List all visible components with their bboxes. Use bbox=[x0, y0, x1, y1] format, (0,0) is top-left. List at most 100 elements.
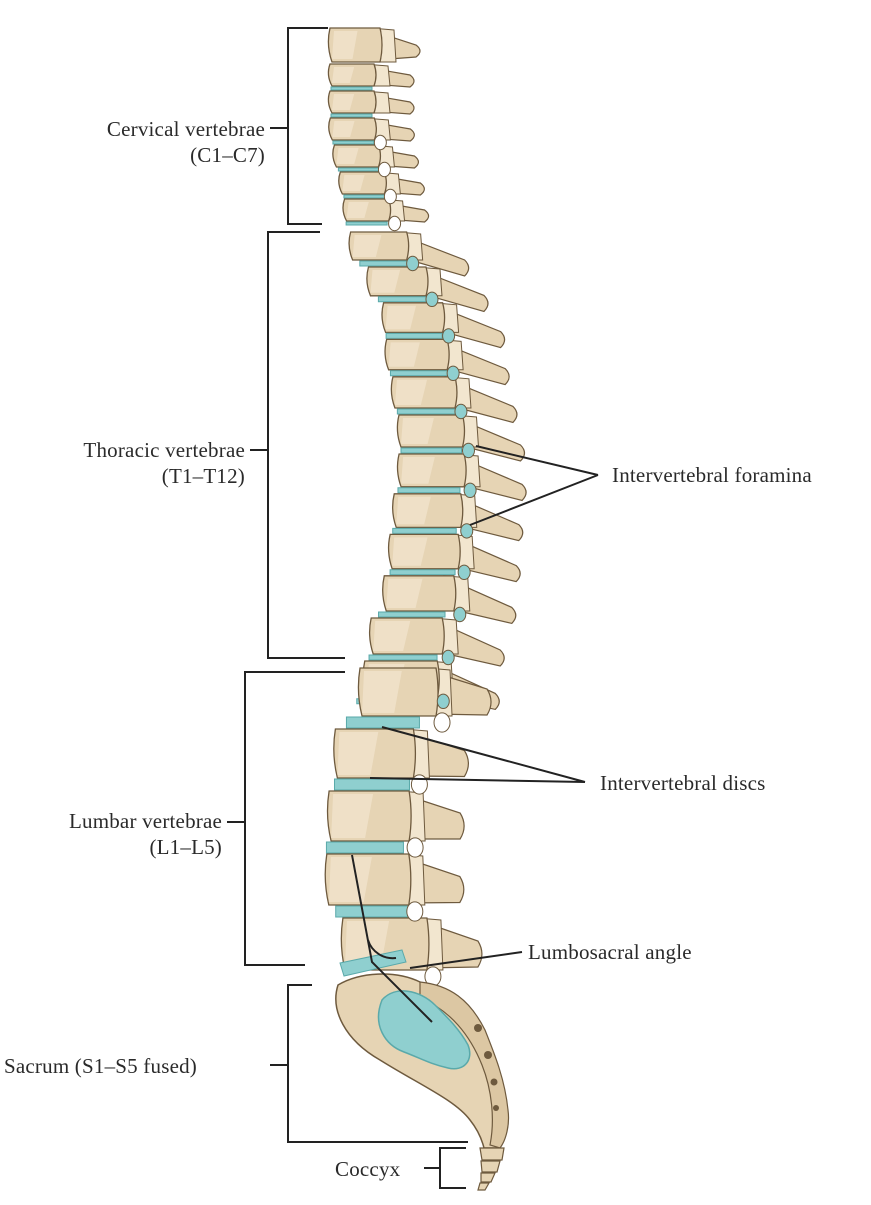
intervertebral-disc bbox=[368, 654, 438, 661]
intervertebral-disc bbox=[396, 408, 457, 415]
sacrum-dorsal-crest bbox=[419, 981, 510, 1149]
cervical-bracket bbox=[287, 27, 328, 225]
lumbar-range: (L1–L5) bbox=[149, 835, 222, 859]
body-highlight bbox=[332, 31, 358, 59]
body-highlight bbox=[331, 794, 374, 838]
intervertebral-disc bbox=[400, 447, 462, 454]
intervertebral-foramina-label: Intervertebral foramina bbox=[612, 463, 812, 487]
cervical-range: (C1–C7) bbox=[190, 143, 265, 167]
intervertebral-disc bbox=[397, 487, 461, 494]
intervertebral-foramen bbox=[406, 901, 424, 922]
intervertebral-disc bbox=[332, 140, 375, 145]
body-highlight bbox=[401, 457, 435, 484]
intervertebral-disc bbox=[389, 569, 456, 576]
intervertebral-disc bbox=[359, 260, 414, 267]
body-highlight bbox=[352, 235, 382, 257]
body-highlight bbox=[332, 67, 355, 83]
intervertebral-foramen bbox=[433, 712, 451, 733]
body-highlight bbox=[386, 578, 423, 608]
lumbar-label: Lumbar vertebrae (L1–L5) bbox=[69, 808, 222, 860]
coccyx-segment bbox=[480, 1160, 501, 1173]
sacral-articular-surface bbox=[377, 990, 471, 1070]
sacrum-bone bbox=[335, 973, 510, 1149]
thoracic-name: Thoracic vertebrae bbox=[83, 438, 245, 462]
intervertebral-foramen bbox=[463, 482, 477, 498]
intervertebral-disc bbox=[337, 167, 380, 172]
coccyx-segment bbox=[480, 1172, 496, 1183]
body-highlight bbox=[373, 621, 411, 651]
cervical-name: Cervical vertebrae bbox=[106, 117, 265, 141]
coccyx-segment bbox=[477, 1182, 491, 1191]
discs-pointer bbox=[369, 726, 586, 783]
intervertebral-foramen bbox=[410, 774, 428, 795]
intervertebral-foramen bbox=[383, 188, 397, 205]
intervertebral-foramen bbox=[406, 837, 424, 858]
intervertebral-disc bbox=[377, 296, 434, 303]
intervertebral-disc bbox=[345, 716, 420, 729]
annotation-lines bbox=[227, 27, 599, 1189]
intervertebral-foramen bbox=[461, 442, 475, 459]
body-highlight bbox=[337, 732, 379, 775]
intervertebral-foramen bbox=[454, 403, 468, 420]
sacral-foramen bbox=[474, 1024, 482, 1032]
intervertebral-foramen bbox=[377, 161, 391, 178]
body-highlight bbox=[332, 94, 355, 110]
intervertebral-foramen bbox=[441, 649, 455, 666]
lumbosacral-angle-label: Lumbosacral angle bbox=[528, 940, 692, 964]
coccyx-segment bbox=[479, 1147, 505, 1161]
sacral-foramen bbox=[493, 1105, 499, 1111]
intervertebral-disc bbox=[345, 221, 388, 226]
coccyx-bracket bbox=[439, 1147, 466, 1189]
intervertebral-foramen bbox=[453, 606, 467, 623]
body-highlight bbox=[394, 379, 428, 405]
sacral-foramen bbox=[490, 1078, 498, 1086]
thoracic-bracket bbox=[267, 231, 345, 659]
body-highlight bbox=[328, 857, 372, 902]
intervertebral-discs-label: Intervertebral discs bbox=[600, 771, 766, 795]
thoracic-label: Thoracic vertebrae (T1–T12) bbox=[83, 437, 245, 489]
intervertebral-foramen bbox=[425, 291, 439, 307]
intervertebral-disc bbox=[378, 611, 446, 618]
lumbosacral-arc bbox=[367, 939, 397, 960]
intervertebral-disc bbox=[330, 113, 373, 118]
body-highlight bbox=[400, 418, 434, 444]
intervertebral-foramen bbox=[436, 693, 450, 709]
body-highlight bbox=[342, 175, 365, 191]
sacrum-label: Sacrum (S1–S5 fused) bbox=[4, 1054, 197, 1078]
lumbar-bracket bbox=[244, 671, 345, 966]
body-highlight bbox=[346, 202, 369, 218]
intervertebral-foramen bbox=[406, 255, 420, 272]
foramina-pointer bbox=[469, 445, 599, 526]
intervertebral-disc bbox=[335, 905, 416, 918]
lumbosacral-pointer bbox=[409, 951, 523, 969]
intervertebral-disc bbox=[389, 370, 449, 377]
sacrum-bracket bbox=[287, 984, 468, 1143]
lumbar-name: Lumbar vertebrae bbox=[68, 809, 222, 833]
intervertebral-foramen bbox=[446, 365, 460, 381]
lumbosacral-axis bbox=[351, 854, 433, 1023]
body-highlight bbox=[392, 537, 428, 566]
coccyx-bone bbox=[477, 1147, 505, 1191]
intervertebral-foramen bbox=[388, 215, 402, 232]
sacral-foramen bbox=[484, 1051, 492, 1059]
intervertebral-disc bbox=[392, 527, 457, 534]
intervertebral-foramen bbox=[460, 523, 474, 539]
coccyx-label: Coccyx bbox=[335, 1157, 401, 1181]
intervertebral-disc bbox=[385, 332, 443, 339]
intervertebral-foramen bbox=[442, 328, 456, 344]
body-highlight bbox=[396, 496, 431, 525]
thoracic-range: (T1–T12) bbox=[161, 464, 245, 488]
intervertebral-disc bbox=[325, 841, 404, 854]
intervertebral-disc bbox=[333, 778, 410, 791]
foramina-openings bbox=[373, 134, 477, 987]
body-highlight bbox=[332, 121, 355, 137]
body-highlight bbox=[370, 270, 401, 293]
body-highlight bbox=[336, 148, 359, 164]
body-highlight bbox=[385, 305, 417, 330]
intervertebral-foramen bbox=[373, 134, 387, 151]
intervertebral-disc bbox=[330, 86, 373, 91]
intervertebral-disc bbox=[343, 194, 386, 199]
body-highlight bbox=[362, 671, 402, 713]
